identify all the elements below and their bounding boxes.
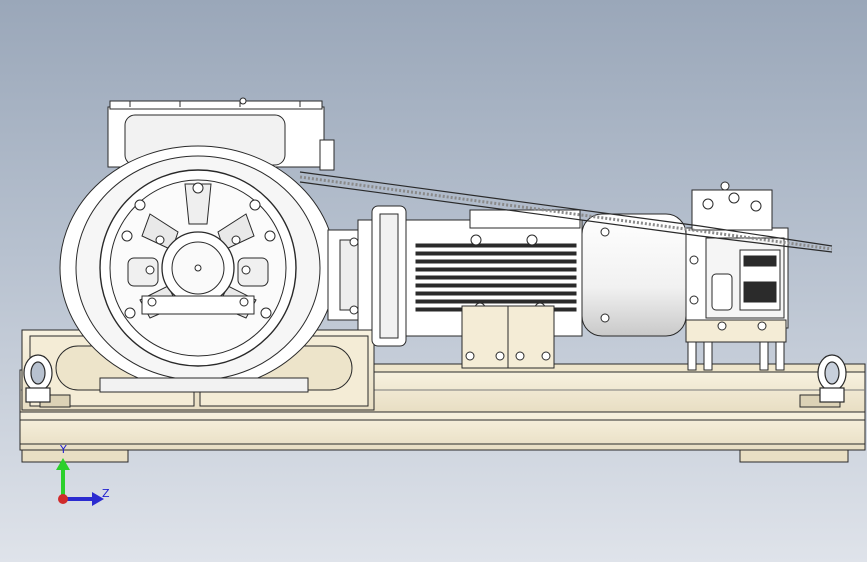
wire-rope — [299, 171, 833, 253]
lifting-eye-left — [23, 354, 53, 403]
axis-triad — [56, 458, 104, 506]
cooling-fins — [415, 243, 577, 312]
cable-drum — [59, 145, 337, 393]
lifting-eye-right — [817, 354, 847, 403]
coupling — [327, 205, 407, 347]
brake-unit — [685, 181, 789, 371]
x-axis-origin — [58, 494, 68, 504]
motor-support — [461, 305, 555, 369]
z-axis-label: Z — [102, 487, 110, 500]
z-axis-arrowhead — [92, 492, 104, 506]
y-axis-arrowhead — [56, 458, 70, 470]
y-axis-label: Y — [60, 443, 67, 456]
